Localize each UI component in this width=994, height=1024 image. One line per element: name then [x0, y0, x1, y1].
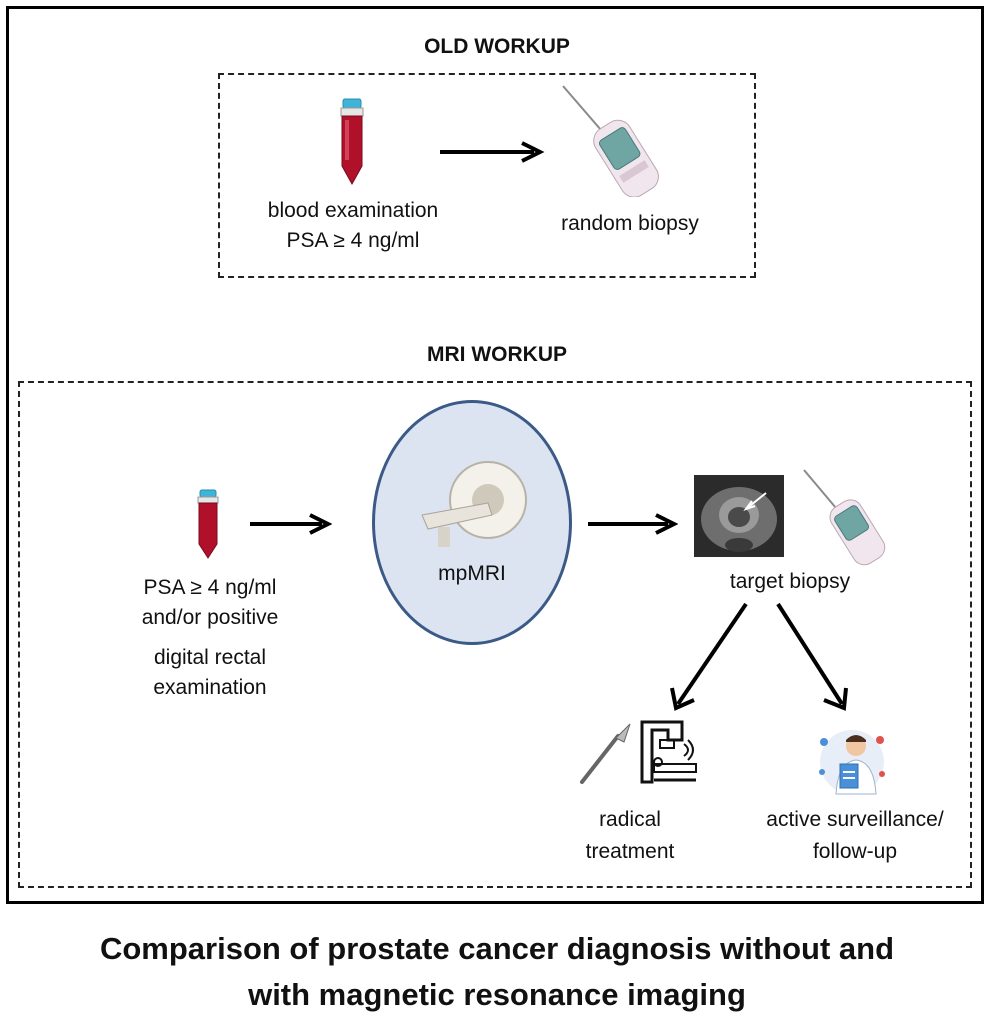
psa-label-line4: examination	[153, 676, 267, 699]
old-workup-box	[218, 73, 756, 278]
radical-line1: radical	[599, 808, 661, 831]
blood-label-line1: blood examination	[267, 199, 439, 222]
caption-line2: with magnetic resonance imaging	[248, 977, 746, 1012]
surveillance-line1: active surveillance/	[766, 808, 944, 831]
blood-tube-icon	[190, 488, 226, 560]
figure-caption: Comparison of prostate cancer diagnosis …	[0, 926, 994, 1018]
random-biopsy-label: random biopsy	[561, 212, 699, 235]
biopsy-gun-icon	[555, 82, 675, 197]
doctor-icon	[812, 722, 892, 798]
scalpel-icon	[578, 722, 634, 786]
target-biopsy-label: target biopsy	[729, 570, 851, 593]
blood-tube-icon	[332, 96, 372, 192]
blood-label-line2: PSA ≥ 4 ng/ml	[286, 229, 420, 252]
mri-scan-image	[694, 475, 784, 557]
biopsy-gun-icon	[798, 466, 898, 566]
psa-label-line2: and/or positive	[141, 606, 279, 629]
psa-label-line1: PSA ≥ 4 ng/ml	[143, 576, 277, 599]
caption-line1: Comparison of prostate cancer diagnosis …	[99, 931, 895, 966]
arrow-to-mri	[250, 512, 332, 536]
old-workup-title: OLD WORKUP	[424, 35, 570, 58]
surveillance-line2: follow-up	[812, 840, 898, 863]
radiotherapy-icon	[638, 718, 700, 788]
mpmri-label: mpMRI	[438, 562, 506, 585]
radical-line2: treatment	[585, 840, 675, 863]
arrow-to-target	[588, 512, 678, 536]
arrow-old	[440, 140, 546, 164]
mri-scanner-icon	[418, 455, 528, 555]
psa-label-line3: digital rectal	[153, 646, 267, 669]
diagram-frame	[6, 6, 984, 904]
branch-arrows	[660, 600, 860, 720]
mri-workup-title: MRI WORKUP	[427, 343, 567, 366]
mri-workup-box	[18, 381, 972, 888]
